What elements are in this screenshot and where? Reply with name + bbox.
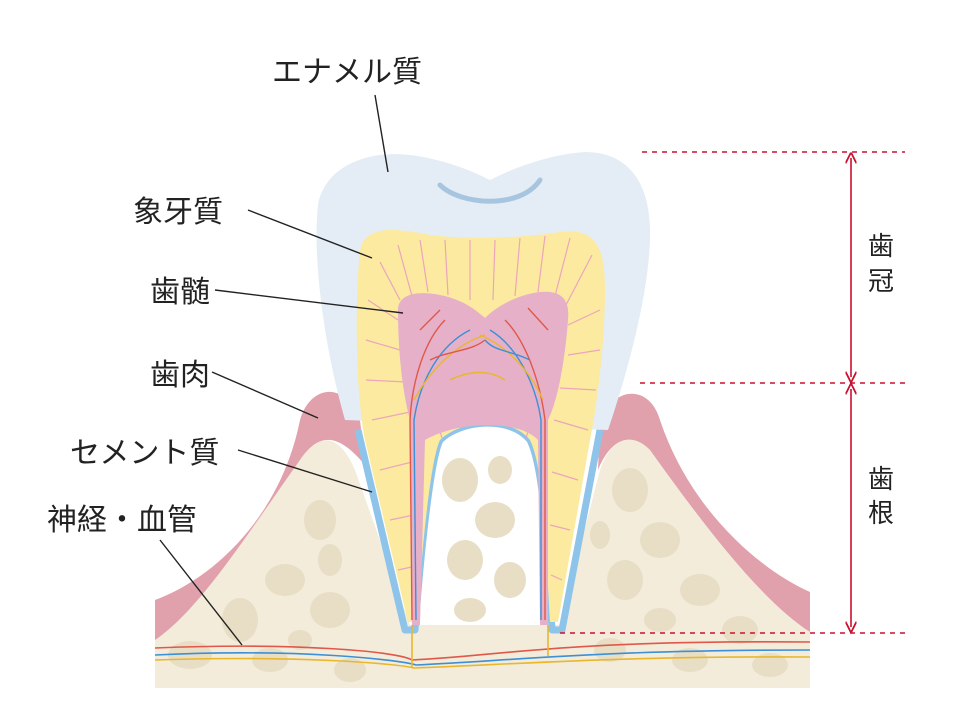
pulp-nerves [409,307,549,621]
label-pulp: 歯髄 [150,275,210,310]
label-gum: 歯肉 [150,358,210,393]
label-enamel: エナメル質 [272,55,422,90]
label-cementum: セメント質 [70,436,219,471]
label-nerves-vessels: 神経・血管 [47,503,197,538]
enamel-groove [437,177,543,204]
pulp [398,291,569,625]
label-root-1: 歯 [868,465,894,495]
label-crown-1: 歯 [868,232,894,262]
gum-right [598,393,810,632]
label-root-2: 根 [868,499,894,529]
label-dentin: 象牙質 [133,195,223,230]
bottom-vessels [154,625,811,669]
guide-lines [560,151,905,634]
leader-lines [159,94,404,646]
label-crown-2: 冠 [868,267,894,297]
gum-left [155,391,365,640]
bone-cells [168,456,788,682]
